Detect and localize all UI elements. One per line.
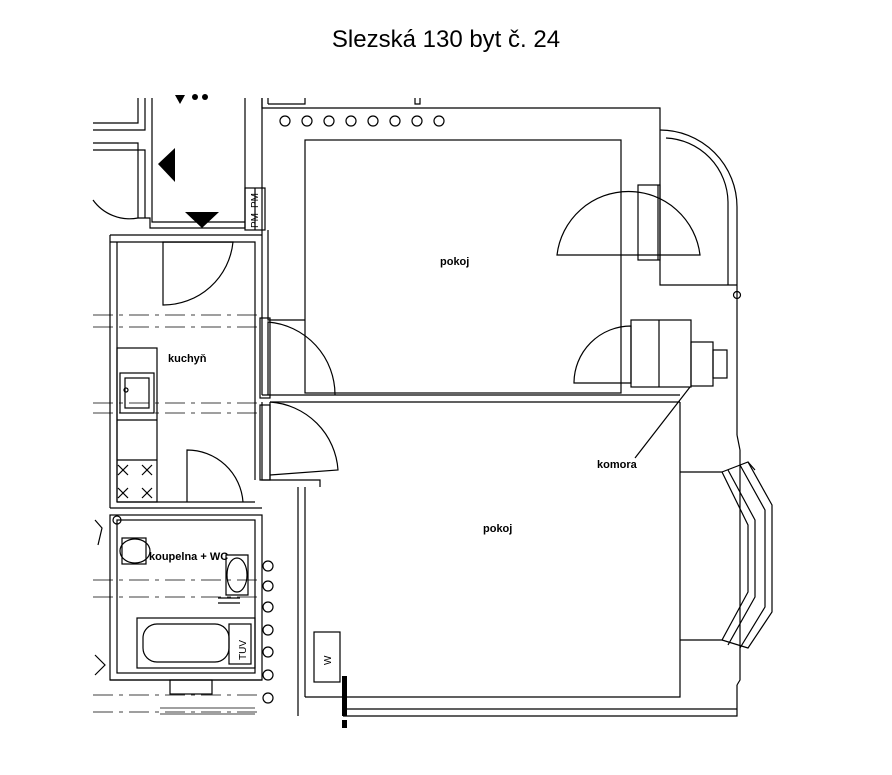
label-komora: komora bbox=[597, 459, 638, 471]
washing-machine bbox=[313, 631, 341, 683]
outer-walls bbox=[261, 98, 741, 717]
entrance-markers bbox=[158, 94, 347, 728]
room-pokoj-top-walls bbox=[261, 139, 680, 403]
door-kitchen-to-pokoj bbox=[259, 317, 336, 399]
door-hall-to-pokoj-bottom bbox=[259, 401, 339, 481]
room-komora-walls bbox=[573, 319, 728, 459]
stair-area bbox=[92, 98, 266, 231]
label-kuchyn: kuchyň bbox=[168, 353, 207, 365]
label-koupelna: koupelna + WC bbox=[149, 551, 228, 563]
room-labels: pokoj kuchyň komora pokoj koupelna + WC … bbox=[149, 193, 638, 665]
room-pokoj-bottom-walls bbox=[261, 402, 681, 698]
label-pm-2: PM bbox=[250, 193, 261, 208]
label-pokoj-bottom: pokoj bbox=[483, 523, 512, 535]
label-w: W bbox=[323, 655, 334, 665]
room-koupelna-walls bbox=[109, 514, 263, 695]
label-tuv: TUV bbox=[238, 640, 249, 660]
page-title: Slezská 130 byt č. 24 bbox=[331, 26, 561, 53]
grid-lines bbox=[93, 314, 262, 715]
left-fragments bbox=[94, 519, 106, 676]
room-kuchyn-walls bbox=[109, 234, 262, 509]
label-pm-1: PM bbox=[250, 213, 261, 228]
bay-window bbox=[680, 461, 773, 649]
radiator-circles bbox=[262, 115, 445, 704]
balcony-arc bbox=[659, 129, 742, 300]
label-pokoj-top: pokoj bbox=[440, 256, 469, 268]
door-top-right bbox=[556, 184, 701, 261]
